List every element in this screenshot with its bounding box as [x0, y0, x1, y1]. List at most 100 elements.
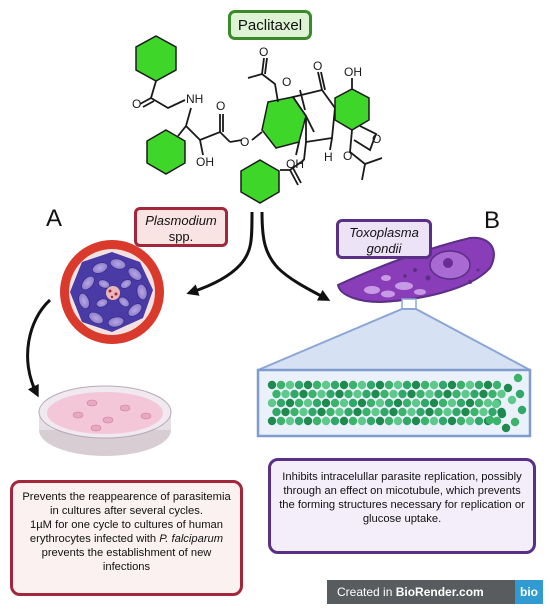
- tubulin-subunit: [398, 389, 407, 399]
- oxygen-label: O: [343, 149, 352, 163]
- oxygen-label: O: [216, 99, 225, 113]
- tubulin-subunit: [339, 398, 349, 408]
- tubulin-subunit: [420, 416, 430, 426]
- tubulin-subunit: [488, 389, 497, 399]
- tubulin-subunit: [281, 407, 290, 417]
- tubulin-subunit: [326, 389, 335, 399]
- free-tubulin-subunit: [485, 415, 495, 425]
- panel-a-letter: A: [46, 205, 63, 232]
- tubulin-subunit: [497, 389, 506, 399]
- tubulin-subunit: [492, 416, 502, 426]
- plasmodium-effect-box: Prevents the reappearence of parasitemia…: [10, 480, 243, 596]
- tubulin-subunit: [465, 380, 475, 390]
- panel-b-letter: B: [484, 207, 501, 234]
- tubulin-subunit: [303, 398, 313, 408]
- tubulin-subunit: [420, 380, 430, 390]
- paclitaxel-title-text: Paclitaxel: [237, 16, 303, 34]
- toxoplasma-effect-text: Inhibits intracelullar parasite replicat…: [279, 471, 525, 525]
- benzene-ring: [240, 159, 280, 204]
- tubulin-subunit: [321, 380, 331, 390]
- tubulin-subunit: [357, 380, 367, 390]
- toxoplasma-species: gondii: [366, 241, 402, 256]
- tubulin-subunit: [411, 398, 421, 408]
- benzene-ring: [135, 35, 177, 82]
- tubulin-subunit: [299, 389, 308, 399]
- plasmodium-spp: spp.: [168, 229, 194, 244]
- tubulin-subunit: [321, 416, 331, 426]
- tubulin-subunit: [272, 407, 281, 417]
- tubulin-subunit: [290, 389, 299, 399]
- tubulin-subunit: [330, 398, 340, 408]
- hydroxyl-label: OH: [196, 155, 214, 169]
- toxoplasma-label: Toxoplasma gondii: [336, 219, 432, 259]
- plasmodium-effect-text-1: Prevents the reappearence of parasitemia…: [22, 491, 231, 517]
- oxygen-label: O: [240, 135, 249, 149]
- tubulin-subunit: [371, 389, 380, 399]
- effect-text-post: prevents the establishment of new infect…: [41, 547, 212, 573]
- free-tubulin-subunit: [503, 383, 513, 393]
- tubulin-subunit: [443, 407, 452, 417]
- biorender-footer[interactable]: Created in BioRender.com bio: [327, 580, 543, 604]
- paclitaxel-title: Paclitaxel: [228, 10, 312, 40]
- tubulin-subunit: [479, 389, 488, 399]
- tubulin-subunit: [438, 416, 448, 426]
- paclitaxel-molecule: O NH O OH O O O O O OH: [132, 35, 383, 204]
- tubulin-subunit: [290, 407, 299, 417]
- tubulin-subunit: [474, 380, 484, 390]
- tubulin-subunit: [339, 380, 349, 390]
- tubulin-subunit: [389, 389, 398, 399]
- tubulin-subunit: [308, 389, 317, 399]
- tubulin-subunit: [465, 416, 475, 426]
- tubulin-subunit: [384, 380, 394, 390]
- free-tubulin-subunit: [517, 405, 527, 415]
- free-tubulin-subunit: [497, 409, 507, 419]
- tubulin-subunit: [375, 398, 385, 408]
- tubulin-subunit: [393, 398, 403, 408]
- hydroxyl-label: OH: [286, 157, 304, 171]
- tubulin-subunit: [375, 380, 385, 390]
- tubulin-subunit: [294, 380, 304, 390]
- infected-erythrocyte: [60, 240, 164, 344]
- tubulin-subunit: [312, 416, 322, 426]
- footer-prefix: Created in: [337, 585, 396, 599]
- tubulin-subunit: [447, 380, 457, 390]
- tubulin-subunit: [317, 389, 326, 399]
- tubulin-subunit: [357, 416, 367, 426]
- tubulin-subunit: [366, 398, 376, 408]
- tubulin-subunit: [407, 407, 416, 417]
- tubulin-subunit: [420, 398, 430, 408]
- oxygen-label: O: [313, 59, 322, 73]
- tubulin-subunit: [384, 416, 394, 426]
- tubulin-subunit: [380, 407, 389, 417]
- tubulin-subunit: [483, 380, 493, 390]
- tubulin-subunit: [371, 407, 380, 417]
- taxane-ring: [334, 88, 370, 131]
- tubulin-subunit: [362, 407, 371, 417]
- plasmodium-effect-text-2: 1µM for one cycle to cultures of human e…: [19, 518, 234, 574]
- tubulin-subunit: [366, 380, 376, 390]
- footer-text: Created in BioRender.com: [327, 585, 484, 599]
- oxygen-label: O: [259, 45, 268, 59]
- taxane-ring: [261, 96, 307, 149]
- tubulin-subunit: [357, 398, 367, 408]
- tubulin-subunit: [348, 416, 358, 426]
- tubulin-subunit: [285, 398, 295, 408]
- tubulin-subunit: [285, 380, 295, 390]
- oxygen-label: O: [282, 75, 291, 89]
- tubulin-subunit: [452, 389, 461, 399]
- tubulin-subunit: [276, 398, 286, 408]
- tubulin-subunit: [344, 407, 353, 417]
- free-tubulin-subunit: [515, 389, 525, 399]
- tubulin-subunit: [456, 416, 466, 426]
- effect-text-species: P. falciparum: [159, 533, 224, 545]
- oxygen-label: O: [372, 132, 381, 146]
- tubulin-subunit: [312, 380, 322, 390]
- tubulin-subunit: [353, 407, 362, 417]
- tubulin-subunit: [335, 407, 344, 417]
- tubulin-subunit: [303, 380, 313, 390]
- tubulin-subunit: [330, 416, 340, 426]
- tubulin-subunit: [492, 380, 502, 390]
- tubulin-subunit: [335, 389, 344, 399]
- tubulin-subunit: [434, 389, 443, 399]
